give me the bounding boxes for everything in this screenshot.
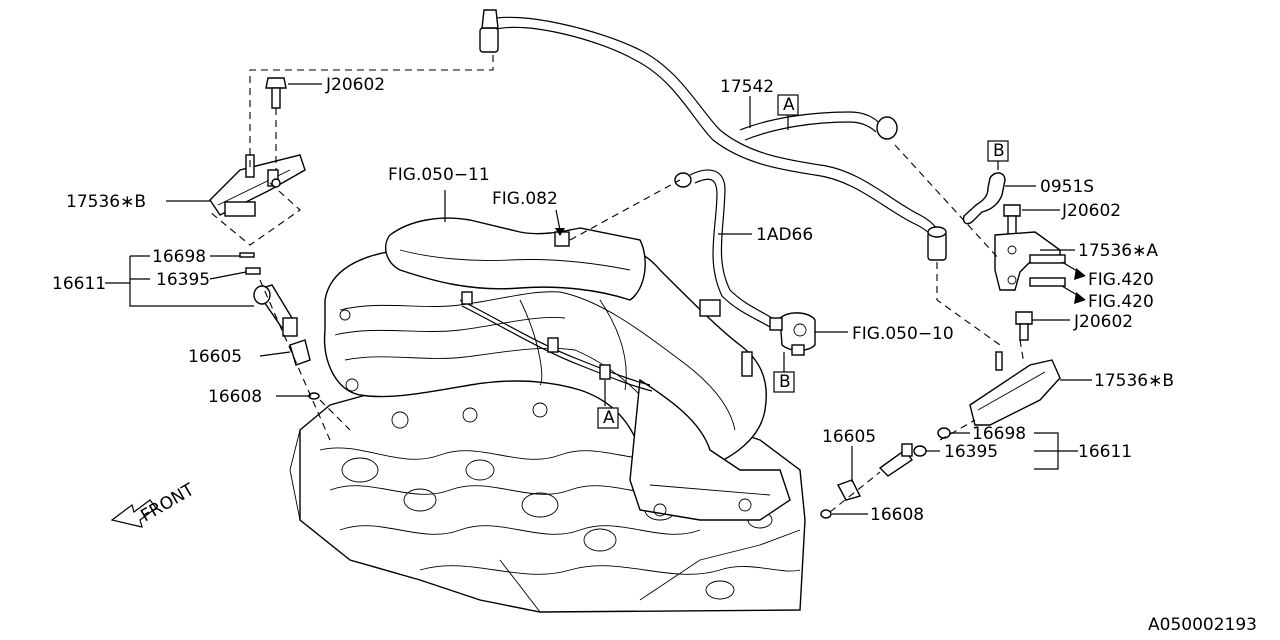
leader-lines	[105, 83, 1092, 515]
label-0951s: 0951S	[1040, 177, 1094, 197]
hose-17542	[479, 9, 947, 261]
label-17536b-right: 17536∗B	[1094, 371, 1174, 391]
label-j20602-right: J20602	[1061, 201, 1121, 221]
front-arrow-icon	[110, 499, 157, 528]
label-1ad66: 1AD66	[756, 225, 813, 245]
label-16395-right: 16395	[944, 442, 998, 462]
ref-b-mid: B	[779, 372, 791, 392]
assembly-dashed-lines	[209, 55, 1025, 513]
label-16605-right: 16605	[822, 427, 876, 447]
diagram-code: A050002193	[1148, 615, 1257, 635]
left-injector-assembly	[209, 77, 320, 400]
ref-box-b-mid	[773, 371, 795, 393]
label-17536a: 17536∗A	[1078, 241, 1158, 261]
ref-box-b-top	[987, 140, 1009, 162]
label-fig420-2: FIG.420	[1088, 292, 1154, 312]
label-16608-right: 16608	[870, 505, 924, 525]
ref-box-a-top	[777, 94, 799, 116]
ref-box-a-mid	[597, 407, 619, 429]
reference-boxes	[597, 94, 1009, 429]
label-j20602-mid: J20602	[1073, 312, 1133, 332]
hose-1ad66	[674, 169, 776, 328]
right-injector-assembly	[820, 172, 1066, 519]
label-16605-left: 16605	[188, 347, 242, 367]
label-16611-right: 16611	[1078, 442, 1132, 462]
label-16395-left: 16395	[156, 270, 210, 290]
label-17536b-left: 17536∗B	[66, 192, 146, 212]
intake-manifold	[323, 217, 791, 521]
label-16698-right: 16698	[972, 424, 1026, 444]
label-17542: 17542	[720, 77, 774, 97]
label-front: FRONT	[138, 480, 199, 527]
part-labels: J20602 17542 A B 0951S J20602 17536∗A FI…	[52, 75, 1257, 635]
label-16611-left: 16611	[52, 274, 106, 294]
label-fig420-1: FIG.420	[1088, 270, 1154, 290]
label-16608-left: 16608	[208, 387, 262, 407]
ref-a-mid: A	[603, 408, 615, 428]
label-fig050-10: FIG.050−10	[852, 324, 954, 344]
label-fig082: FIG.082	[492, 189, 558, 209]
purge-valve	[769, 312, 816, 356]
label-j20602-top: J20602	[325, 75, 385, 95]
label-fig050-11: FIG.050−11	[388, 165, 490, 185]
ref-b-top: B	[993, 141, 1005, 161]
label-16698-left: 16698	[152, 247, 206, 267]
ref-a-top: A	[783, 95, 795, 115]
